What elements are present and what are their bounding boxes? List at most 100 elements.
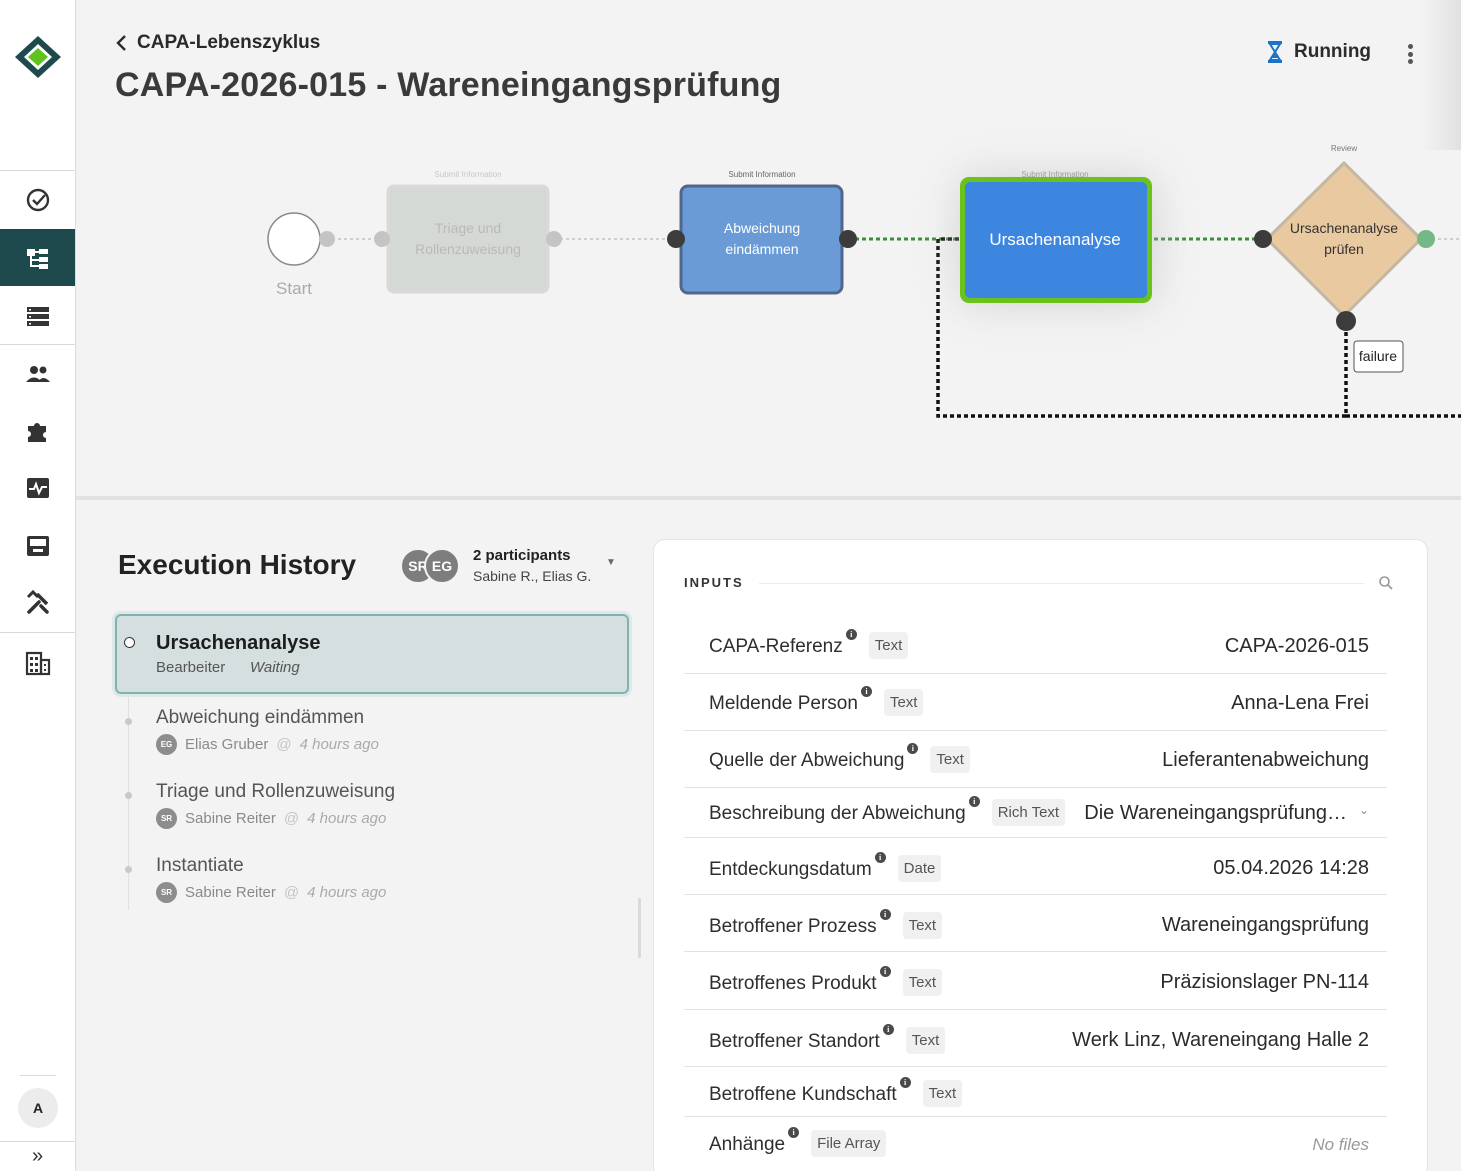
avatar: EG <box>156 734 177 755</box>
workflow-node-review[interactable] <box>1265 161 1423 318</box>
sidebar-item-records[interactable] <box>0 287 75 344</box>
workflow-canvas[interactable]: Start Submit Information Triage und Roll… <box>76 120 1461 496</box>
tools-icon <box>26 589 49 614</box>
node-port <box>1417 230 1435 248</box>
type-badge: Text <box>883 689 924 716</box>
panel-divider[interactable] <box>76 496 1461 500</box>
type-badge: Text <box>905 1027 946 1054</box>
history-item-title: Abweichung eindämmen <box>156 707 365 728</box>
participants-dropdown[interactable]: SR EG 2 participants Sabine R., Elias G.… <box>400 547 616 584</box>
sidebar-divider <box>0 170 75 171</box>
sidebar-item-tools[interactable] <box>0 574 75 631</box>
node-label-line: eindämmen <box>725 241 798 257</box>
at-sign: @ <box>283 810 300 827</box>
start-label: Start <box>276 279 312 298</box>
history-item[interactable]: Triage und Rollenzuweisung SR Sabine Rei… <box>115 781 629 841</box>
workflow-node-ursachenanalyse[interactable] <box>965 182 1147 298</box>
panel-edge-shadow <box>1421 0 1461 150</box>
more-options-button[interactable] <box>1398 42 1422 66</box>
sidebar-item-workflows[interactable] <box>0 229 75 286</box>
info-icon[interactable]: i <box>882 1024 894 1035</box>
status-badge: Running <box>1266 40 1371 64</box>
sidebar-divider <box>0 632 75 633</box>
input-row: Betroffener StandortiText Werk Linz, War… <box>684 1010 1387 1067</box>
type-badge: Text <box>930 746 970 773</box>
node-port <box>1254 230 1272 248</box>
at-sign: @ <box>283 884 300 901</box>
workflow-node-triage[interactable] <box>386 184 550 294</box>
inputs-panel: INPUTS CAPA-ReferenziText CAPA-2026-015 … <box>653 539 1428 1171</box>
execution-history-title: Execution History <box>118 549 357 580</box>
failure-edge <box>936 237 1348 418</box>
info-icon[interactable]: i <box>860 686 872 697</box>
node-port <box>546 231 562 247</box>
input-label: Betroffener ProzessiText <box>709 909 943 941</box>
app-logo[interactable] <box>12 34 64 80</box>
check-circle-icon <box>26 188 49 211</box>
node-label-line: Triage und <box>435 220 501 236</box>
info-icon[interactable]: i <box>879 909 891 920</box>
failure-label-box <box>1353 340 1404 373</box>
input-label: Betroffener StandortiText <box>709 1024 946 1056</box>
back-button[interactable]: CAPA-Lebenszyklus <box>115 32 320 54</box>
node-port <box>1336 311 1356 331</box>
input-label: EntdeckungsdatumiDate <box>709 852 942 884</box>
info-icon[interactable]: i <box>879 966 891 977</box>
heading-rule <box>759 583 1364 584</box>
list-icon <box>26 306 49 326</box>
input-label: Betroffenes Produkti Text <box>709 966 943 998</box>
info-icon[interactable]: i <box>899 1077 911 1088</box>
workflow-node-abweichung[interactable] <box>679 184 844 295</box>
input-label-text: Betroffenes Produkt <box>709 973 877 994</box>
sidebar-item-people[interactable] <box>0 345 75 402</box>
sidebar-item-inbox[interactable] <box>0 517 75 574</box>
node-label-line: Rollenzuweisung <box>415 241 521 257</box>
history-item-state: Waiting <box>250 659 300 676</box>
history-item[interactable]: Abweichung eindämmen EG Elias Gruber @ 4… <box>115 707 629 767</box>
node-caption: Submit Information <box>1021 170 1088 179</box>
sidebar-item-monitoring[interactable] <box>0 459 75 516</box>
history-item[interactable]: Instantiate SR Sabine Reiter @ 4 hours a… <box>115 855 629 915</box>
node-port <box>319 231 335 247</box>
expand-chevron-icon[interactable]: ⌄ <box>1358 803 1369 817</box>
type-badge: Text <box>902 969 943 996</box>
node-label-line: Ursachenanalyse <box>989 230 1120 249</box>
node-label-line: prüfen <box>1324 241 1364 257</box>
input-label-text: Betroffene Kundschaft <box>709 1084 897 1105</box>
puzzle-icon <box>27 422 46 442</box>
expand-sidebar-button[interactable]: » <box>31 1145 44 1167</box>
start-node[interactable] <box>267 212 321 266</box>
history-item-active[interactable]: Ursachenanalyse Bearbeiter Waiting <box>115 614 629 694</box>
history-item-role: Bearbeiter <box>156 659 226 676</box>
sidebar-divider <box>0 1141 75 1142</box>
sidebar-item-plugins[interactable] <box>0 402 75 459</box>
participants-count: 2 participants <box>473 547 571 564</box>
info-icon[interactable]: i <box>968 796 980 807</box>
info-icon[interactable]: i <box>788 1127 800 1138</box>
info-icon[interactable]: i <box>907 743 919 754</box>
info-icon[interactable]: i <box>874 852 886 863</box>
input-label-text: Entdeckungsdatum <box>709 859 872 880</box>
info-icon[interactable]: i <box>845 629 857 640</box>
input-value: Wareneingangsprüfung <box>1161 914 1369 936</box>
input-label: CAPA-ReferenziText <box>709 629 909 661</box>
timeline-line <box>128 650 129 910</box>
sidebar-item-tasks[interactable] <box>0 171 75 228</box>
sidebar-item-organization[interactable] <box>0 634 75 691</box>
history-item-title: Ursachenanalyse <box>156 632 321 654</box>
more-options-dot <box>1407 59 1413 64</box>
inputs-heading: INPUTS <box>684 575 744 590</box>
user-avatar[interactable]: A <box>18 1088 58 1128</box>
input-row: Betroffene KundschaftiText <box>684 1067 1387 1117</box>
history-item-title: Instantiate <box>156 855 244 876</box>
input-value: Präzisionslager PN-114 <box>1160 971 1369 993</box>
avatar: SR <box>156 808 177 829</box>
input-value: Lieferantenabweichung <box>1162 749 1369 771</box>
input-label-text: Anhänge <box>709 1134 786 1155</box>
history-item-time: 4 hours ago <box>299 736 379 753</box>
more-options-dot <box>1407 51 1413 57</box>
failure-label: failure <box>1359 348 1397 364</box>
scrollbar[interactable] <box>638 898 641 958</box>
search-icon[interactable] <box>1378 575 1394 591</box>
input-row: CAPA-ReferenziText CAPA-2026-015 <box>684 617 1387 674</box>
